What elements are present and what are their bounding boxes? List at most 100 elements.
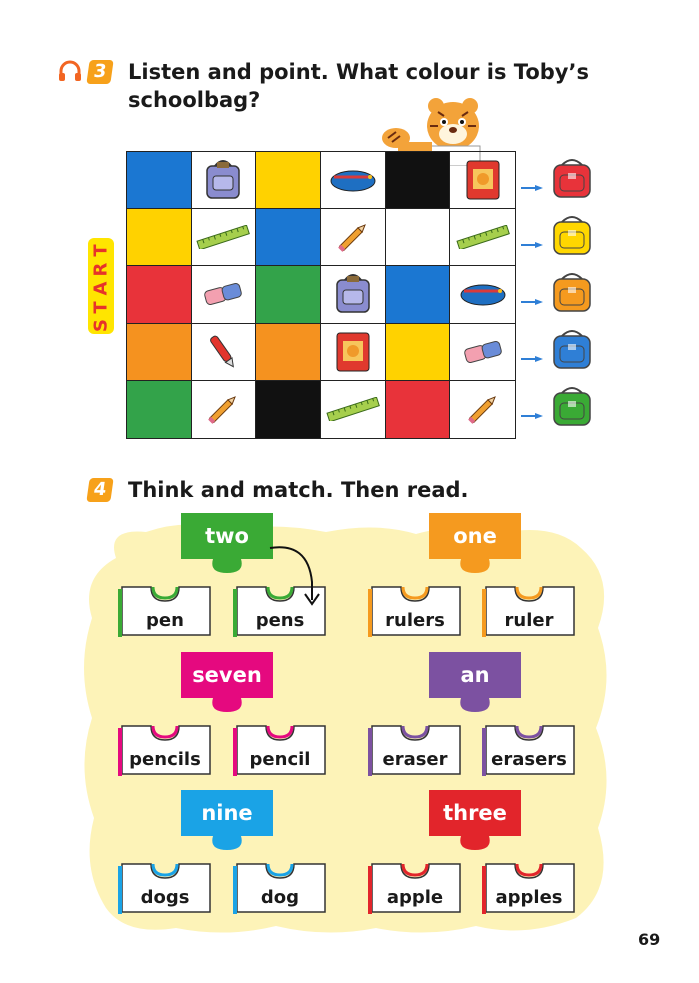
schoolbag-option[interactable]	[548, 269, 596, 315]
maze-item-cell	[191, 266, 257, 324]
schoolbag-option[interactable]	[548, 155, 596, 201]
maze-colour-cell	[385, 209, 451, 267]
maze-item-cell	[192, 380, 257, 438]
maze-item-cell	[320, 323, 386, 381]
ruler-icon	[455, 225, 511, 250]
noun-option-label: pen	[146, 610, 184, 631]
noun-option-label: dogs	[140, 887, 190, 908]
number-word-piece[interactable]: three	[429, 790, 521, 850]
maze-item-cell	[191, 152, 257, 210]
noun-option-slot[interactable]: pencils	[118, 724, 212, 776]
noun-option-slot[interactable]: pen	[118, 585, 212, 637]
maze-colour-cell	[385, 380, 451, 438]
noun-option-label: pencil	[249, 749, 311, 770]
noun-option-label: erasers	[491, 749, 567, 770]
number-word-label: seven	[192, 663, 262, 687]
maze-item-cell	[450, 381, 515, 438]
exercise-3-title: Listen and point. What colour is Toby’s …	[128, 58, 589, 114]
noun-option-label: pens	[255, 610, 305, 631]
arrow-icon	[521, 290, 543, 305]
arrow-icon	[521, 404, 543, 419]
exercise-3-title-line1: Listen and point. What colour is Toby’s	[128, 60, 589, 84]
maze-item-cell	[450, 209, 515, 267]
number-word-piece[interactable]: nine	[181, 790, 273, 850]
maze-item-cell	[191, 323, 257, 381]
noun-option-label: apples	[495, 887, 563, 908]
number-word-label: an	[460, 663, 490, 687]
noun-option-slot[interactable]: ruler	[482, 585, 576, 637]
schoolbag-icon	[199, 158, 247, 202]
maze-item-cell	[321, 380, 386, 438]
maze-colour-cell	[127, 266, 192, 324]
maze-colour-cell	[256, 152, 321, 210]
maze-item-cell	[450, 152, 515, 210]
noun-option-slot[interactable]: apple	[368, 862, 462, 914]
arrow-icon	[521, 233, 543, 248]
pencil-case-icon	[328, 165, 378, 195]
maze-colour-cell	[256, 380, 321, 438]
number-word-piece[interactable]: two	[181, 513, 273, 573]
book-icon	[333, 329, 373, 375]
start-label: S T A R T	[88, 238, 114, 334]
noun-option-label: eraser	[382, 749, 448, 770]
ruler-icon	[325, 397, 381, 422]
number-word-label: one	[453, 524, 497, 548]
pencil-case-icon	[458, 279, 508, 309]
noun-option-slot[interactable]: dog	[233, 862, 327, 914]
maze-item-cell	[320, 152, 386, 210]
arrow-icon	[521, 347, 543, 362]
maze-colour-cell	[256, 266, 321, 324]
noun-option-label: pencils	[129, 749, 201, 770]
number-word-label: nine	[201, 801, 253, 825]
start-letter: T	[90, 244, 112, 257]
maze-colour-cell	[385, 266, 451, 324]
maze-colour-cell	[256, 323, 321, 381]
noun-option-slot[interactable]: rulers	[368, 585, 462, 637]
maze-colour-cell	[127, 152, 192, 210]
schoolbag-option[interactable]	[548, 383, 596, 429]
pencil-icon	[333, 217, 373, 257]
noun-option-slot[interactable]: apples	[482, 862, 576, 914]
pencil-icon	[463, 389, 503, 429]
maze-item-cell	[450, 324, 515, 381]
noun-option-slot[interactable]: pens	[233, 585, 327, 637]
noun-option-slot[interactable]: pencil	[233, 724, 327, 776]
exercise-3-number: 3	[86, 60, 114, 84]
eraser-icon	[461, 338, 505, 366]
noun-option-slot[interactable]: erasers	[482, 724, 576, 776]
maze-item-cell	[191, 209, 257, 267]
exercise-4-number: 4	[86, 478, 114, 502]
book-icon	[463, 157, 503, 203]
exercise-3-title-line2: schoolbag?	[128, 88, 261, 112]
example-arrow	[268, 542, 328, 608]
maze-colour-cell	[385, 323, 451, 381]
ruler-icon	[195, 225, 251, 250]
noun-option-slot[interactable]: dogs	[118, 862, 212, 914]
eraser-icon	[201, 280, 245, 308]
number-word-label: two	[205, 524, 249, 548]
schoolbag-option[interactable]	[548, 212, 596, 258]
maze-item-cell	[320, 266, 386, 324]
maze-colour-cell	[127, 209, 192, 267]
number-word-piece[interactable]: one	[429, 513, 521, 573]
maze-item-cell	[320, 209, 386, 267]
maze-item-cell	[450, 266, 515, 324]
noun-option-label: dog	[260, 887, 300, 908]
pen-icon	[203, 327, 243, 377]
schoolbag-icon	[329, 272, 377, 316]
maze-colour-cell	[385, 152, 451, 210]
noun-option-label: ruler	[504, 610, 554, 631]
pencil-icon	[203, 389, 243, 429]
number-word-piece[interactable]: an	[429, 652, 521, 712]
arrow-icon	[521, 176, 543, 191]
headphones-icon	[58, 60, 82, 82]
noun-option-label: apple	[386, 887, 444, 908]
colour-maze-grid	[126, 151, 516, 439]
maze-colour-cell	[256, 209, 321, 267]
noun-option-slot[interactable]: eraser	[368, 724, 462, 776]
number-word-piece[interactable]: seven	[181, 652, 273, 712]
page-number: 69	[638, 930, 661, 949]
exercise-4-title: Think and match. Then read.	[128, 478, 469, 502]
schoolbag-option[interactable]	[548, 326, 596, 372]
noun-option-label: rulers	[385, 610, 445, 631]
